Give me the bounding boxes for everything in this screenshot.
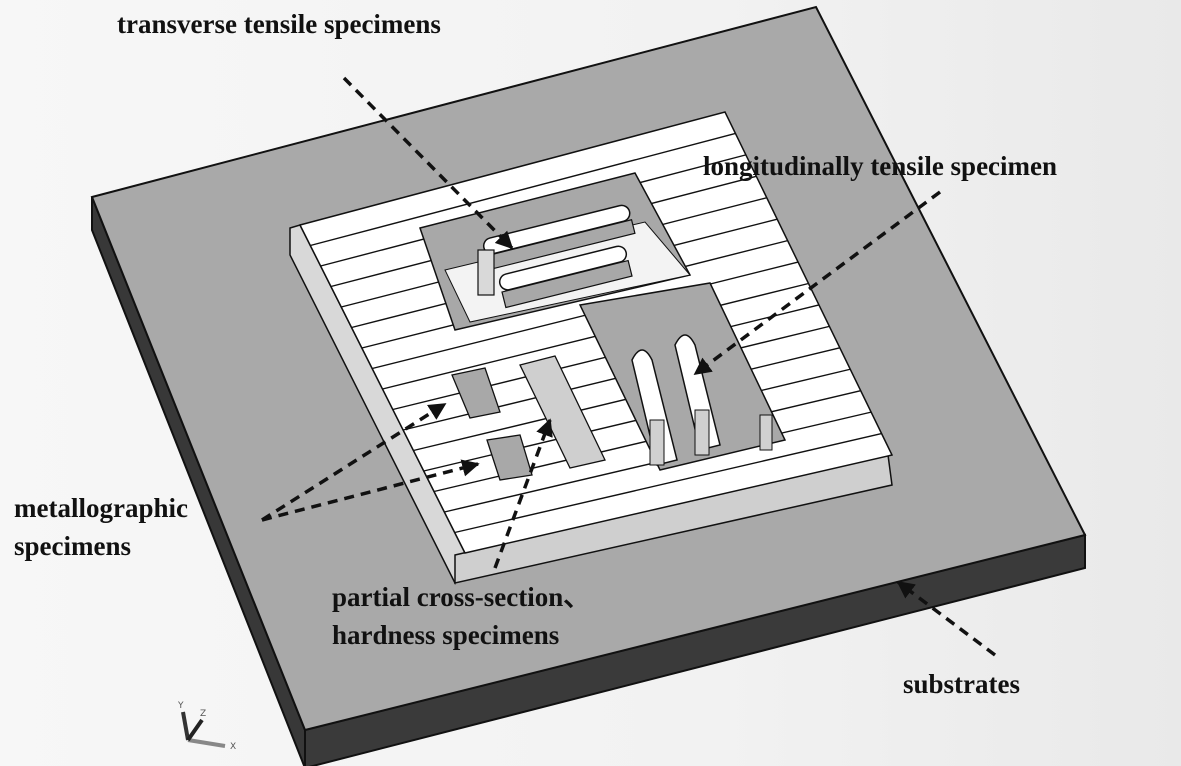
longitudinal-bar-1-end xyxy=(649,419,665,466)
arrow-hardness xyxy=(493,418,553,569)
longitudinal-bar-2-end xyxy=(694,409,710,456)
y-axis-icon xyxy=(181,711,190,741)
label-partial-2: hardness specimens xyxy=(332,620,560,650)
longitudinal-specimen-bars xyxy=(631,334,773,466)
axis-z-label: Z xyxy=(200,709,206,719)
transverse-bar-end xyxy=(477,249,495,296)
x-axis-icon xyxy=(187,738,226,748)
metallographic-cavity-1 xyxy=(451,367,501,419)
longitudinal-bar-3-end xyxy=(759,414,773,451)
arrow-transverse xyxy=(342,76,514,250)
arrow-metallographic-1 xyxy=(261,402,447,522)
label-partial-1: partial cross-section、 xyxy=(332,582,591,612)
z-axis-icon xyxy=(186,718,204,742)
leader-arrows xyxy=(261,76,997,657)
longitudinal-bar-1 xyxy=(631,349,678,466)
metallographic-cavity-2 xyxy=(486,434,533,481)
deposited-block xyxy=(289,111,894,585)
arrow-substrates xyxy=(896,580,997,657)
weld-bead-line xyxy=(310,132,736,247)
label-metallographic-2: specimens xyxy=(14,531,131,561)
transverse-specimen-bars xyxy=(477,204,636,309)
axis-triad: X Y Z xyxy=(177,701,236,752)
label-substrates: substrates xyxy=(903,669,1021,699)
weld-bead-line xyxy=(454,432,882,534)
hardness-cavity xyxy=(519,355,606,469)
transverse-bar-2-side xyxy=(501,259,633,309)
axis-y-label: Y xyxy=(177,701,184,711)
label-metallographic-1: metallographic xyxy=(14,493,188,523)
label-longitudinal-tensile: longitudinally tensile specimen xyxy=(703,151,1058,181)
label-transverse-tensile: transverse tensile specimens xyxy=(117,9,441,39)
axis-x-label: X xyxy=(230,742,236,752)
arrow-metallographic-2 xyxy=(261,459,480,522)
